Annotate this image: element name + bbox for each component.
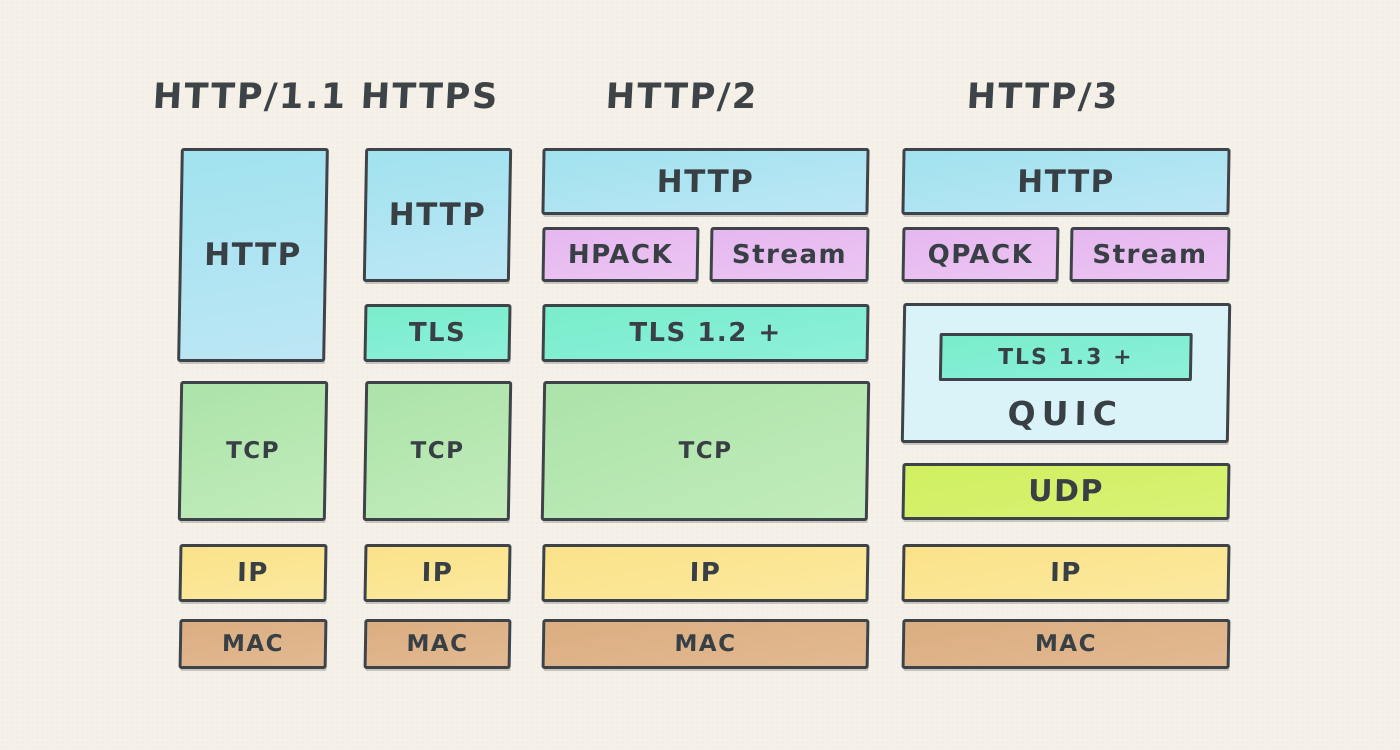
http1-ip-label: IP (236, 558, 270, 588)
http1-http-label: HTTP (203, 237, 303, 273)
http1-ip-block: IP (178, 544, 328, 602)
http2-hpack-label: HPACK (567, 239, 674, 270)
https-ip-block: IP (363, 544, 512, 602)
http2-hpack-block: HPACK (541, 227, 700, 282)
http2-stream-label: Stream (731, 239, 848, 270)
column-title-http3: HTTP/3 (965, 77, 1121, 117)
column-title-https: HTTPS (359, 77, 501, 117)
http2-tls-label: TLS 1.2 + (628, 318, 782, 348)
http3-quic-block: TLS 1.3 + QUIC (900, 303, 1232, 443)
column-title-http1: HTTP/1.1 (151, 77, 349, 117)
http2-tcp-label: TCP (678, 438, 733, 464)
http3-stream-label: Stream (1092, 239, 1208, 270)
http3-quic-label: QUIC (1007, 394, 1124, 433)
http2-http-block: HTTP (541, 148, 870, 215)
https-tls-label: TLS (408, 318, 467, 348)
http2-ip-label: IP (689, 558, 722, 588)
http3-ip-block: IP (901, 544, 1231, 602)
http2-mac-label: MAC (674, 631, 737, 657)
https-mac-label: MAC (406, 631, 469, 657)
http2-http-label: HTTP (656, 163, 755, 200)
http3-udp-label: UDP (1027, 474, 1105, 509)
http3-tls13-label: TLS 1.3 + (997, 344, 1134, 370)
http1-tcp-label: TCP (225, 438, 281, 464)
http1-http-block: HTTP (177, 148, 329, 362)
http1-mac-label: MAC (221, 631, 285, 657)
http3-http-block: HTTP (901, 148, 1231, 215)
https-http-label: HTTP (388, 197, 487, 233)
http3-http-label: HTTP (1016, 163, 1116, 200)
http3-tls13-block: TLS 1.3 + (938, 333, 1193, 381)
https-http-block: HTTP (362, 148, 513, 282)
http3-stream-block: Stream (1069, 227, 1231, 282)
http3-mac-label: MAC (1034, 631, 1098, 657)
http3-qpack-label: QPACK (927, 239, 1034, 270)
http3-udp-block: UDP (901, 463, 1231, 520)
http3-mac-block: MAC (901, 619, 1231, 669)
http3-ip-label: IP (1049, 558, 1083, 588)
http2-mac-block: MAC (541, 619, 870, 669)
http3-qpack-block: QPACK (901, 227, 1060, 282)
http2-tls-block: TLS 1.2 + (541, 304, 870, 362)
https-tcp-block: TCP (362, 381, 513, 521)
http1-mac-block: MAC (178, 619, 328, 669)
https-ip-label: IP (421, 558, 454, 588)
http1-tcp-block: TCP (177, 381, 329, 521)
https-tcp-label: TCP (410, 438, 465, 464)
http2-stream-block: Stream (709, 227, 870, 282)
https-tls-block: TLS (363, 304, 512, 362)
column-title-http2: HTTP/2 (604, 77, 760, 117)
http2-ip-block: IP (541, 544, 870, 602)
https-mac-block: MAC (363, 619, 512, 669)
http2-tcp-block: TCP (540, 381, 871, 521)
